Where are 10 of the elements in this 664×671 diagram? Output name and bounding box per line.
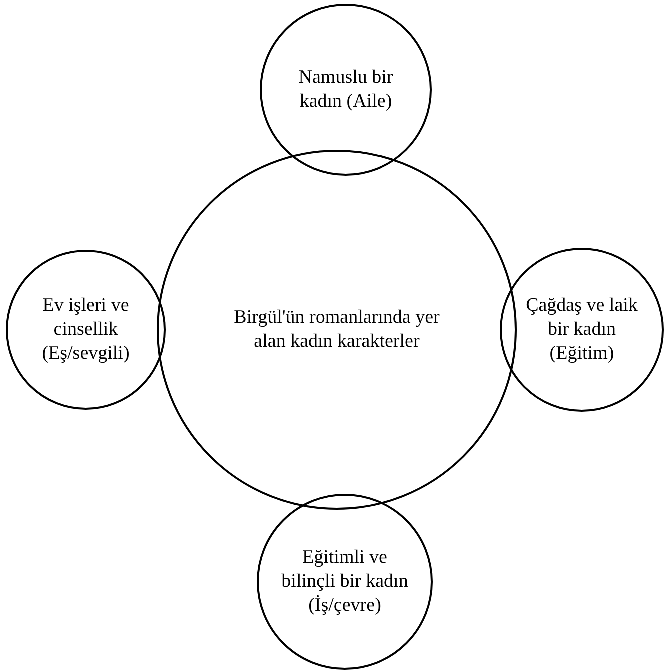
node-label: Namuslu bir kadın (Aile) xyxy=(298,66,394,114)
circle-node xyxy=(157,150,517,510)
circle-node xyxy=(257,494,433,670)
node-label: Çağdaş ve laik bir kadın (Eğitim) xyxy=(525,294,639,366)
circle-node xyxy=(6,250,166,410)
circle-node xyxy=(260,4,432,176)
node-label: Ev işleri ve cinsellik (Eş/sevgili) xyxy=(41,294,131,366)
node-label: Eğitimli ve bilinçli bir kadın (İş/çevre) xyxy=(280,546,410,618)
circle-node xyxy=(500,248,664,412)
node-label: Birgül'ün romanlarında yer alan kadın karakterler xyxy=(233,306,441,354)
